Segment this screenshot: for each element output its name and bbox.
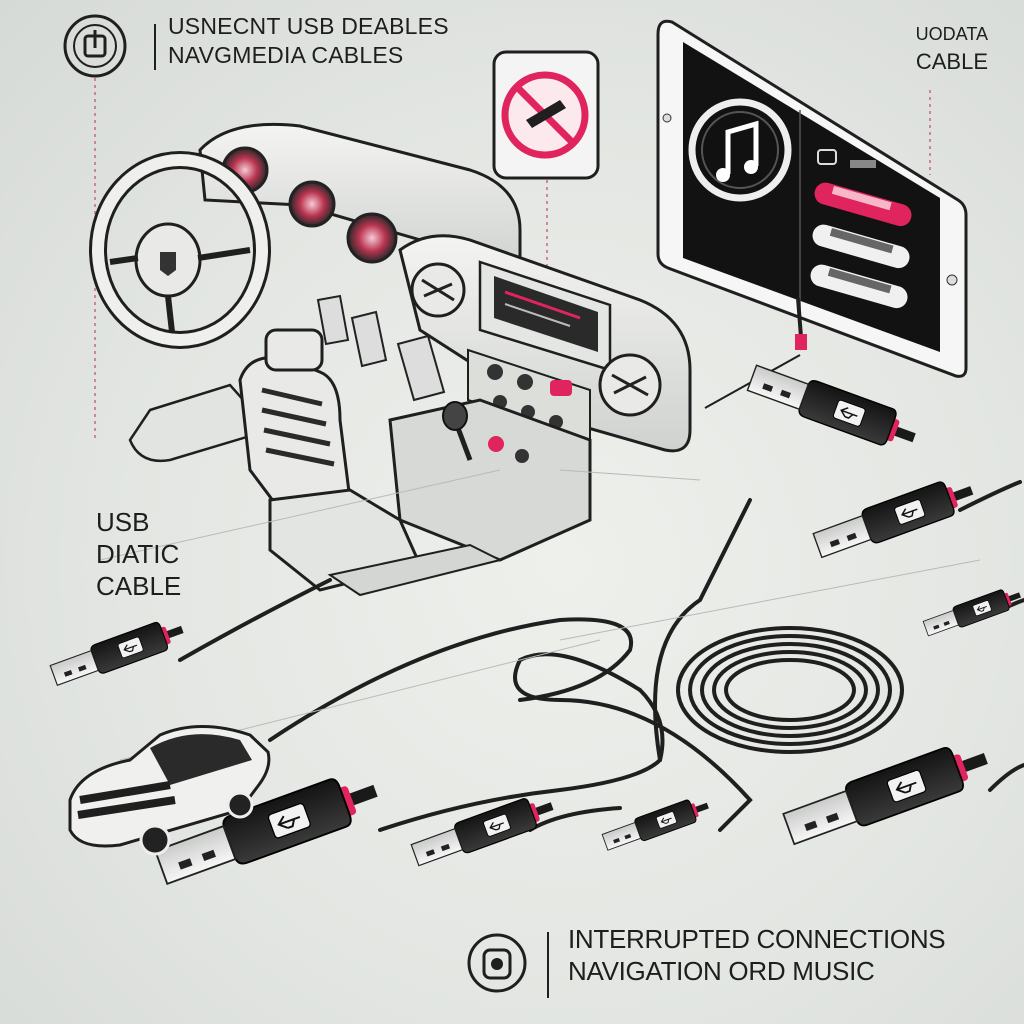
data-cable-label-line-1: UODATA	[915, 24, 988, 44]
usb-plug	[780, 734, 995, 852]
header-title-line-1: USNECNT USB DEABLES	[168, 13, 449, 39]
usb-plug	[810, 471, 979, 564]
cable-coil	[676, 626, 904, 754]
music-note-icon	[688, 98, 792, 202]
usb-cable-label-line-2: DIATIC	[96, 539, 180, 569]
usb-cable-label-line-3: CABLE	[96, 571, 182, 601]
data-cable-label: UODATA CABLE	[858, 20, 988, 76]
tablet-device	[656, 19, 968, 409]
floor-guide-lines	[99, 469, 981, 761]
data-cable-label-line-2: CABLE	[915, 49, 988, 74]
usb-cable-label: USB DIATIC CABLE	[96, 506, 181, 602]
usb-plug	[921, 583, 1024, 640]
usb-badge-icon	[63, 14, 127, 78]
footer-caption-line-1: INTERRUPTED CONNECTIONS	[568, 924, 946, 954]
car-interior	[89, 122, 692, 597]
header-title: USNECNT USB DEABLES NAVGMEDIA CABLES	[168, 12, 449, 70]
cable-lines	[178, 480, 1024, 832]
footer-caption: INTERRUPTED CONNECTIONS NAVIGATION ORD M…	[568, 923, 946, 987]
usb-plug	[600, 793, 713, 855]
usb-cable-label-line-1: USB	[96, 507, 150, 537]
usb-plug	[744, 359, 922, 456]
usb-plug	[48, 614, 188, 691]
media-list-item	[810, 264, 908, 309]
prohibited-icon	[492, 50, 600, 180]
toggle-icon	[467, 933, 527, 993]
media-list-item	[812, 224, 910, 269]
header-title-line-2: NAVGMEDIA CABLES	[168, 42, 404, 68]
footer-caption-line-2: NAVIGATION ORD MUSIC	[568, 956, 875, 986]
media-list-item	[814, 182, 912, 227]
toy-car	[68, 725, 271, 856]
